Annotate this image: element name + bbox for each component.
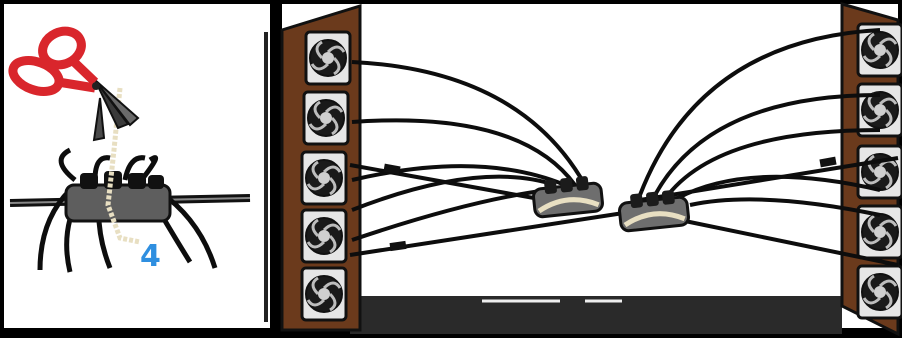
cable-splitter-icon (66, 171, 170, 221)
step-number: 4 (140, 239, 161, 274)
case-fan-icon (302, 32, 350, 320)
case-interior (282, 4, 902, 334)
case-fan-icon (858, 24, 902, 318)
left-panel: 4 (4, 4, 270, 328)
